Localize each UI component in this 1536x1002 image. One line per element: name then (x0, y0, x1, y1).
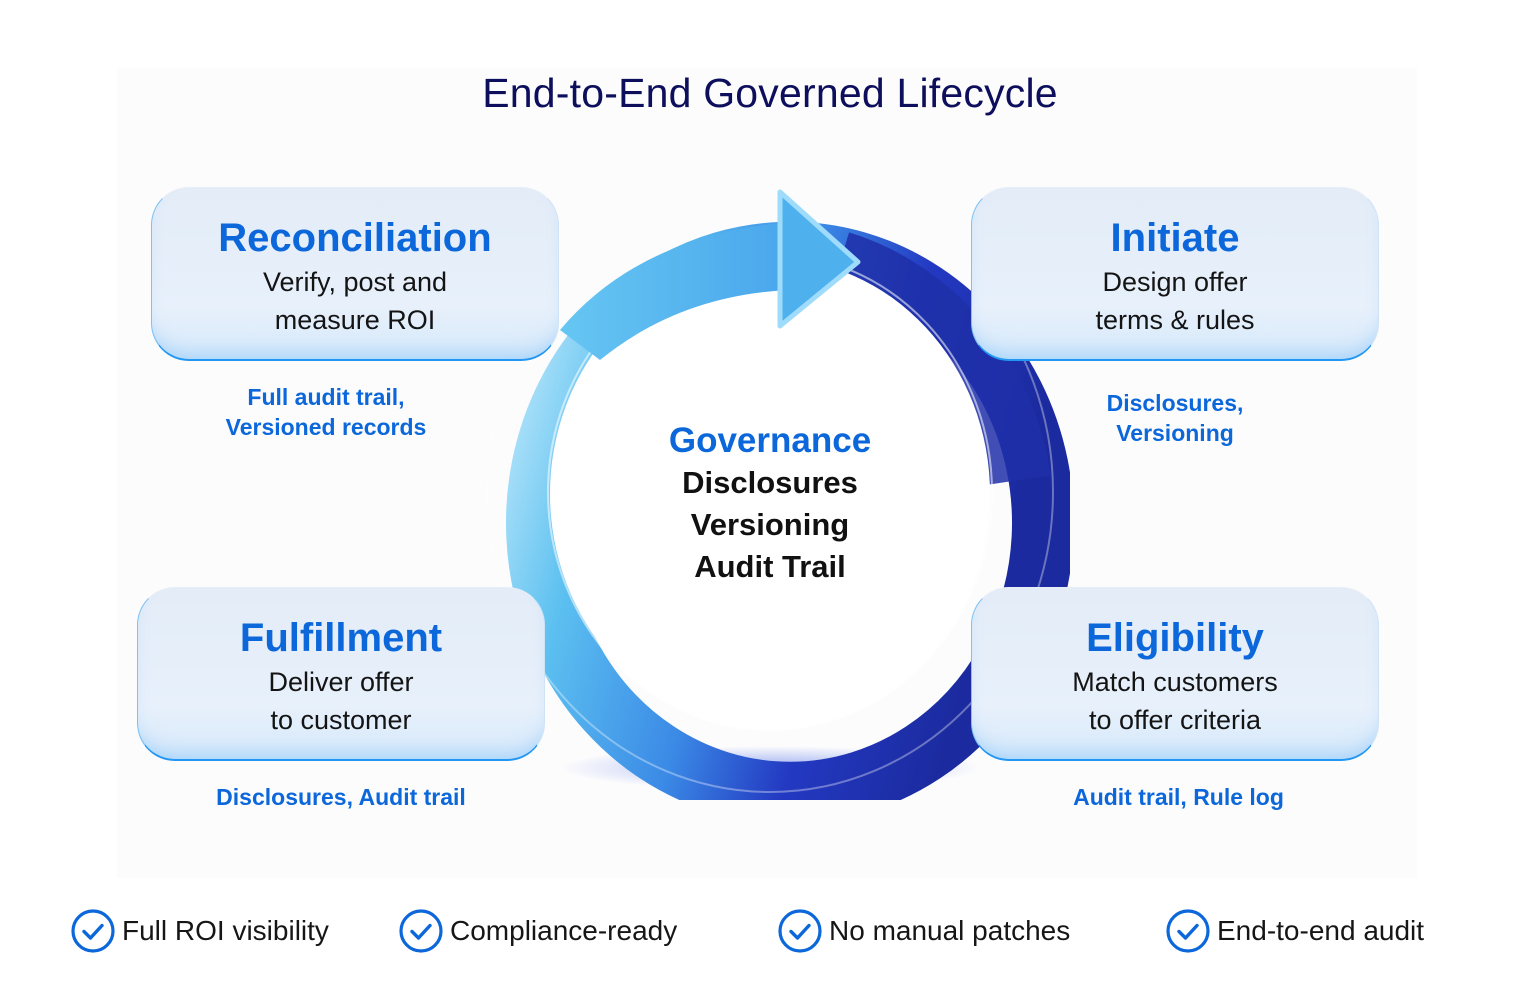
check-circle-icon (778, 909, 822, 953)
stage-note-initiate: Disclosures, Versioning (1025, 388, 1325, 448)
stage-note-eligibility: Audit trail, Rule log (1000, 782, 1357, 812)
note-line: Versioning (1116, 420, 1234, 446)
stage-card-fulfillment: Fulfillment Deliver offer to customer (137, 587, 545, 761)
note-line: Disclosures, (1106, 390, 1244, 416)
ring-outer-highlight (486, 191, 1054, 793)
ring-center (550, 258, 990, 730)
benefit-item: End-to-end audit (1165, 906, 1424, 956)
benefit-item: Full ROI visibility (70, 906, 329, 956)
stage-title: Reconciliation (218, 216, 492, 260)
stage-description: Verify, post and (262, 267, 448, 297)
stage-description: to offer criteria (1088, 705, 1262, 735)
governance-item: Audit Trail (694, 549, 846, 584)
arrow-head (777, 189, 861, 329)
benefit-label: Compliance-ready (450, 915, 678, 946)
benefit-item: Compliance-ready (398, 906, 677, 956)
stage-description: to customer (270, 705, 412, 735)
stage-title: Fulfillment (239, 616, 443, 660)
note-line: Full audit trail, (247, 384, 405, 410)
ring-dark-segment (830, 232, 1051, 485)
check-circle-icon (399, 909, 443, 953)
governance-item: Versioning (690, 507, 850, 542)
note-line: Disclosures, Audit trail (216, 784, 466, 810)
stage-card-initiate: Initiate Design offer terms & rules (971, 187, 1379, 361)
stage-note-fulfillment: Disclosures, Audit trail (141, 782, 541, 812)
governance-center: Governance Disclosures Versioning Audit … (620, 420, 920, 588)
stage-description: Deliver offer (268, 667, 414, 697)
stage-card-reconciliation: Reconciliation Verify, post and measure … (151, 187, 559, 361)
benefit-item: No manual patches (777, 906, 1070, 956)
stage-description: Match customers (1072, 667, 1278, 697)
stage-description: terms & rules (1095, 305, 1255, 335)
check-circle-icon (71, 909, 115, 953)
stage-card-eligibility: Eligibility Match customers to offer cri… (971, 587, 1379, 761)
stage-description: Design offer (1102, 267, 1248, 297)
stage-description: measure ROI (274, 305, 436, 335)
page-title: End-to-End Governed Lifecycle (482, 70, 1058, 116)
note-line: Audit trail, Rule log (1073, 784, 1284, 810)
benefit-label: No manual patches (829, 915, 1071, 946)
cycle-arrow-icon (486, 189, 1070, 800)
benefit-label: End-to-end audit (1217, 915, 1425, 946)
stage-title: Initiate (1110, 216, 1240, 260)
benefits-row: Full ROI visibility Compliance-ready No … (0, 906, 1536, 956)
stage-title: Eligibility (1086, 616, 1264, 660)
governance-heading: Governance (668, 421, 872, 460)
stage-note-reconciliation: Full audit trail, Versioned records (176, 382, 476, 442)
check-circle-icon (1166, 909, 1210, 953)
governance-item: Disclosures (682, 465, 858, 500)
benefit-label: Full ROI visibility (122, 915, 329, 946)
arrow-shaft (560, 222, 790, 360)
note-line: Versioned records (225, 414, 427, 440)
